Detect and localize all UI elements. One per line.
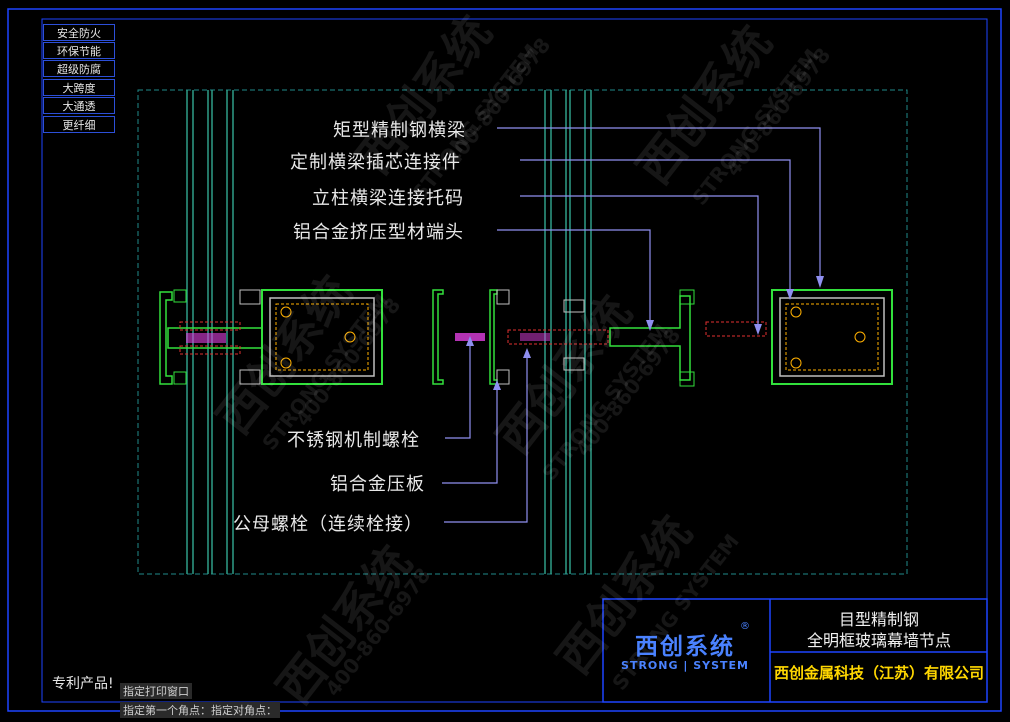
feature-item: 大通透 [43,97,115,114]
leader-arrows [466,276,824,390]
left-assembly [159,289,383,385]
callout-label: 不锈钢机制螺栓 [287,430,420,451]
glass-panel-right [544,90,592,574]
title-block-frame [602,598,988,703]
outer-border [7,8,1002,712]
feature-item: 大跨度 [43,79,115,96]
feature-item: 安全防火 [43,24,115,41]
brand-logo-en: STRONG | SYSTEM [621,659,749,672]
brand-registered-mark: ® [740,621,750,632]
glass-panel-left [186,90,234,574]
right-assembly [705,289,893,385]
middle-assembly [432,289,695,387]
drawing-title-line2: 全明框玻璃幕墙节点 [806,631,951,650]
callout-label: 铝合金压板 [330,474,425,495]
callout-label: 矩型精制钢横梁 [333,120,466,141]
callout-label: 公母螺栓（连续栓接） [233,514,423,535]
company-name: 西创金属科技（江苏）有限公司 [773,664,984,682]
callout-label: 铝合金挤压型材端头 [293,222,464,243]
inner-border [41,18,988,703]
feature-item: 更纤细 [43,116,115,133]
patent-label: 专利产品! [52,676,114,692]
brand-logo-cn: 西创系统 [635,634,735,660]
command-line: 指定打印窗口 [120,683,192,699]
leader-lines [442,127,821,523]
drawing-title-line1: 目型精制钢 [838,610,919,629]
feature-item: 超级防腐 [43,60,115,77]
callout-label: 定制横梁插芯连接件 [290,152,461,173]
feature-item: 环保节能 [43,42,115,59]
command-line: 指定第一个角点：指定对角点： [120,702,280,718]
callout-label: 立柱横梁连接托码 [312,188,464,209]
detail-frame [137,89,908,575]
